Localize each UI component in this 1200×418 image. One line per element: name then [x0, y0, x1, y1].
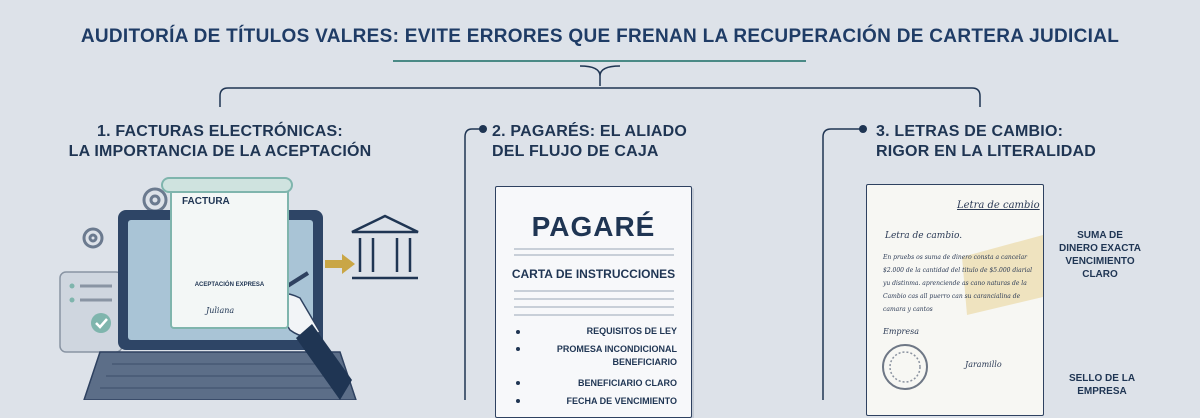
pagare-title: PAGARÉ	[531, 211, 656, 242]
pagare-bullet-3	[516, 381, 520, 385]
section-2-title: 2. PAGARÉS: EL ALIADO DEL FLUJO DE CAJA	[492, 122, 752, 162]
company-seal	[882, 344, 928, 390]
page-title: AUDITORÍA DE TÍTULOS VALRES: EVITE ERROR…	[80, 26, 1120, 47]
letra-company: Empresa	[883, 327, 919, 336]
pagare-lines	[514, 248, 674, 316]
pagare-item-4: FECHA DE VENCIMIENTO	[566, 396, 677, 406]
bracket-section-3	[822, 128, 863, 400]
section-3-title-line-1: 3. LETRAS DE CAMBIO:	[876, 123, 1064, 140]
factura-signature: Juliana	[206, 306, 235, 315]
connector-diagram	[219, 60, 981, 400]
pagare-item-1: REQUISITOS DE LEY	[586, 326, 677, 336]
factura-scroll-top	[161, 177, 293, 193]
section-1-title: 1. FACTURAS ELECTRÓNICAS: LA IMPORTANCIA…	[60, 122, 380, 162]
pagare-item-3: BENEFICIARIO CLARO	[578, 378, 677, 388]
bank-icon	[351, 214, 419, 280]
factura-title: FACTURA	[182, 196, 230, 207]
letra-document: Letra de cambio Letra de cambio. En prue…	[866, 184, 1044, 416]
side-panel	[59, 271, 123, 353]
factura-stamp: ACEPTACIÓN EXPRESA	[194, 282, 265, 288]
check-icon	[91, 313, 111, 333]
pagare-item-2: PROMESA INCONDICIONAL BENEFICIARIO	[556, 344, 677, 367]
label-sello-empresa: SELLO DE LA EMPRESA	[1068, 373, 1136, 397]
bracket-section-2	[464, 128, 483, 400]
section-3-title: 3. LETRAS DE CAMBIO: RIGOR EN LA LITERAL…	[876, 122, 1136, 162]
arrow-icon	[325, 254, 355, 274]
letra-body: En pruebs os suma de dinero consta a can…	[883, 254, 1032, 313]
pagare-bullet-2	[516, 347, 520, 351]
pagare-document: PAGARÉ CARTA DE INSTRUCCIONES REQUISITOS…	[495, 186, 692, 418]
factura-document: FACTURA ACEPTACIÓN EXPRESA Juliana	[170, 180, 289, 329]
section-1-title-line-2: LA IMPORTANCIA DE LA ACEPTACIÓN	[68, 143, 372, 160]
pagare-subtitle: CARTA DE INSTRUCCIONES	[511, 267, 676, 281]
letra-line-1: Letra de cambio.	[885, 231, 963, 241]
brace-top	[579, 65, 621, 77]
section-3-title-line-2: RIGOR EN LA LITERALIDAD	[876, 143, 1096, 160]
label-suma-dinero: SUMA DE DINERO EXACTA VENCIMIENTO CLARO	[1058, 230, 1142, 280]
branch-line	[219, 87, 981, 107]
pagare-bullet-1	[516, 330, 520, 334]
section-1-title-line-1: 1. FACTURAS ELECTRÓNICAS:	[97, 123, 343, 140]
section-2-title-line-1: 2. PAGARÉS: EL ALIADO	[492, 123, 688, 140]
section-2-title-line-2: DEL FLUJO DE CAJA	[492, 143, 659, 160]
letra-heading: Letra de cambio	[957, 200, 1040, 211]
letra-signature: Jaramillo	[965, 360, 1002, 369]
letra-highlight	[882, 235, 1043, 390]
